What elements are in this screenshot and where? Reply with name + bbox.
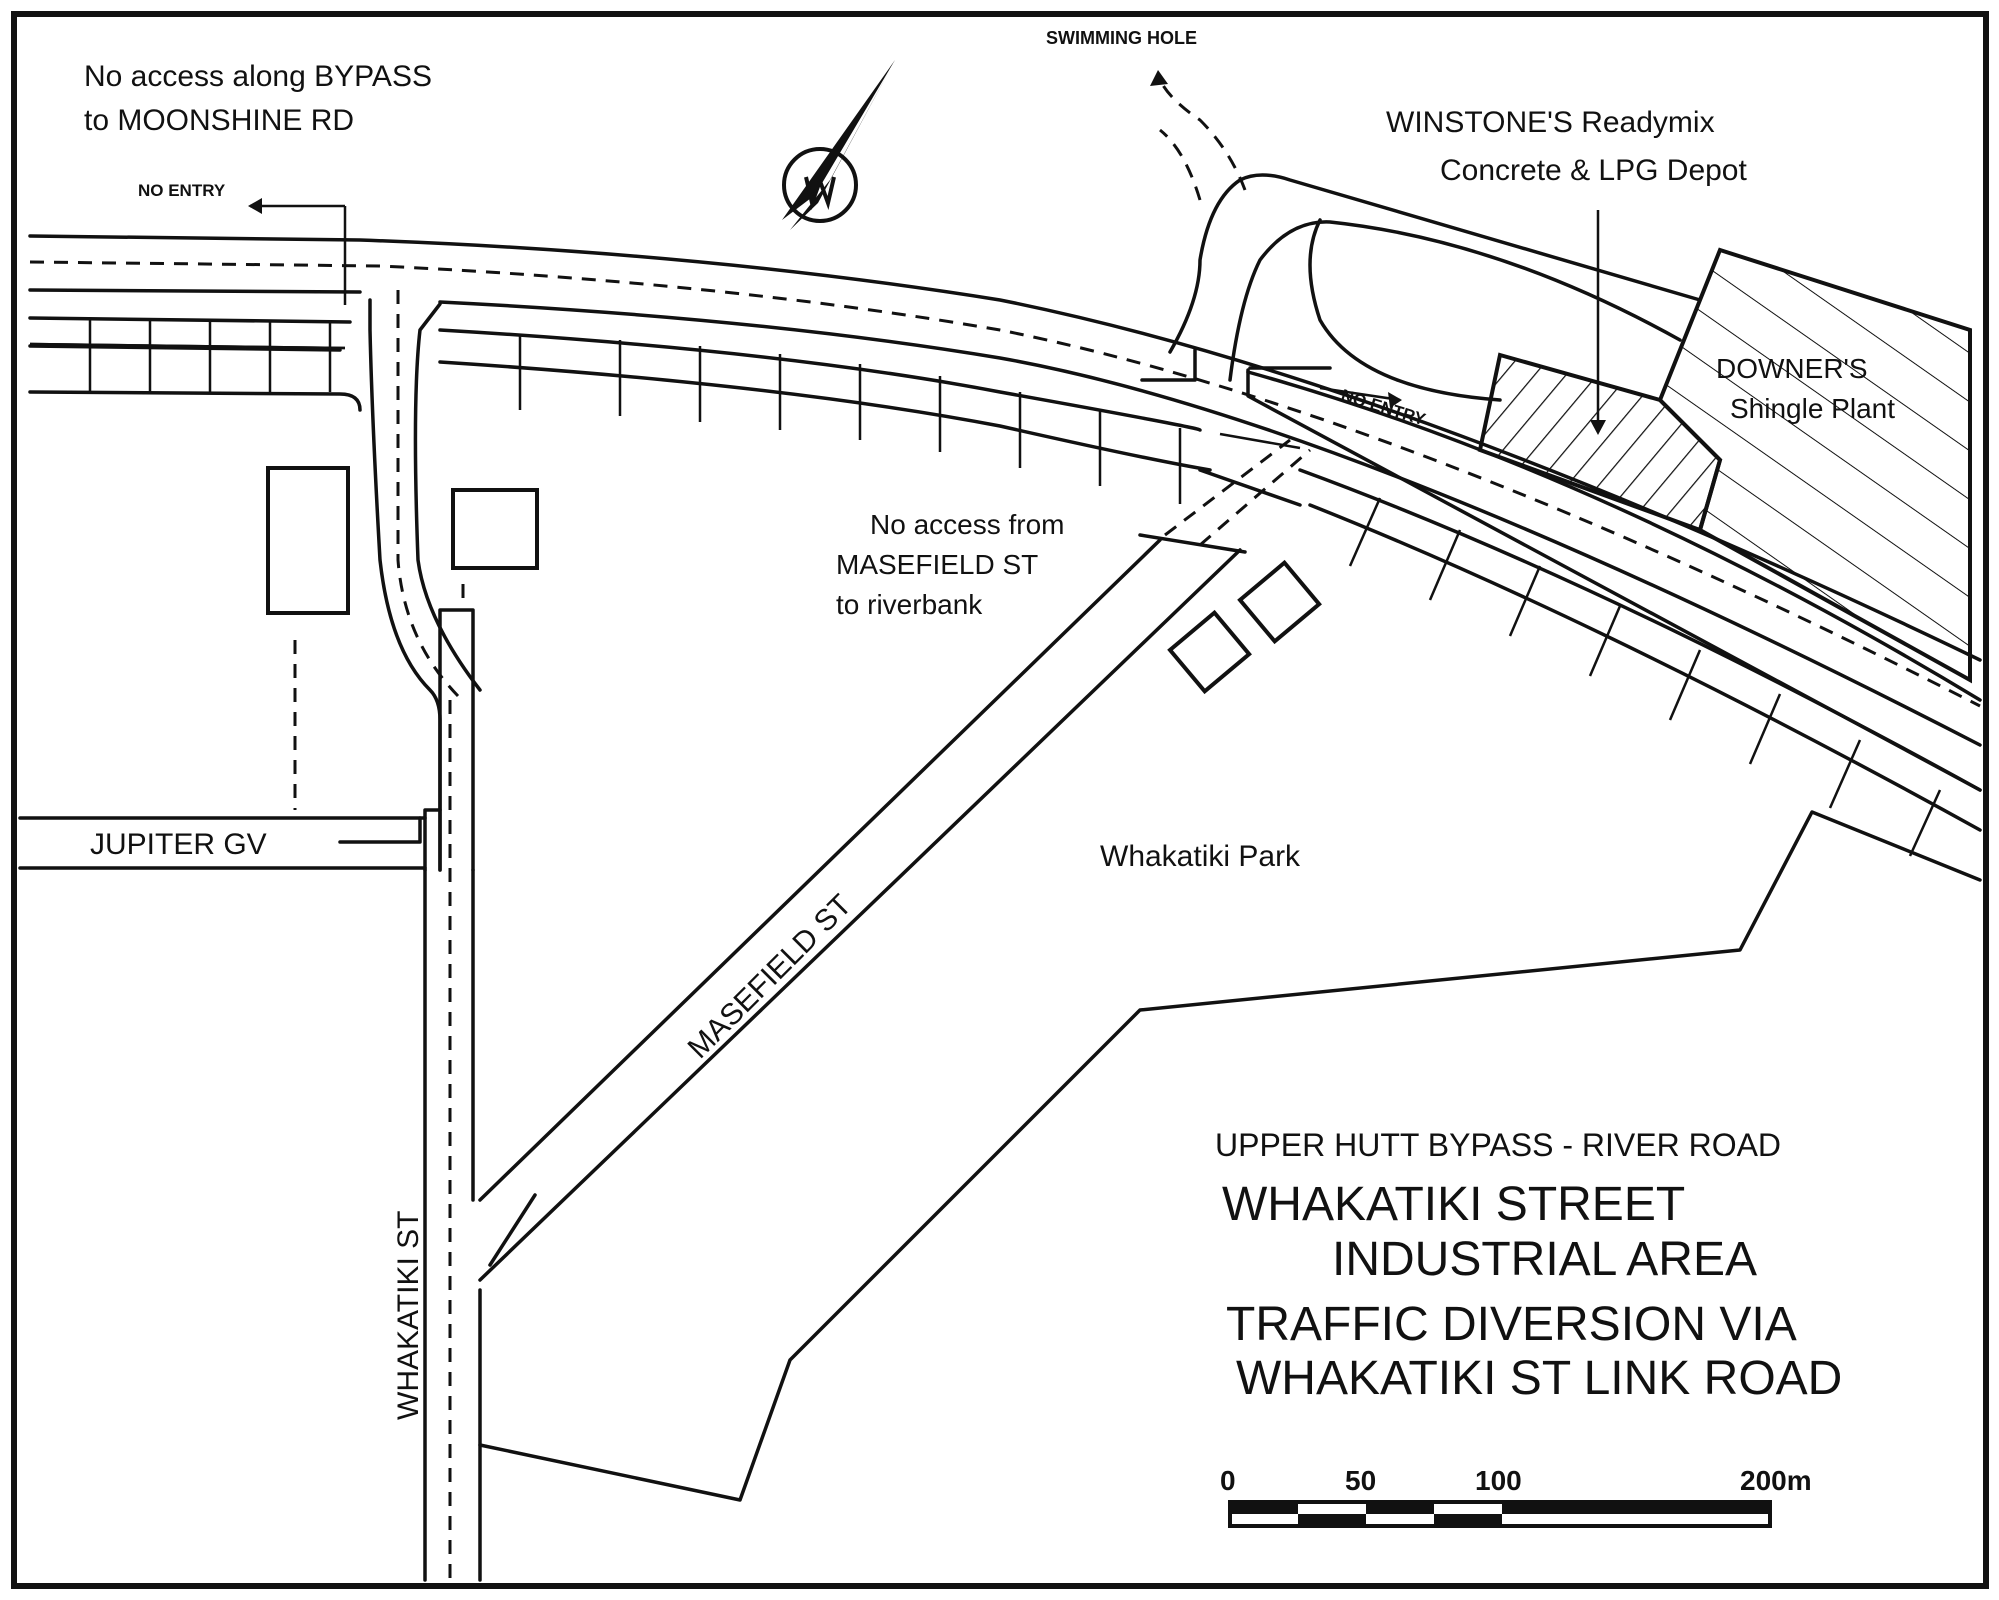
label-no-access-masefield-2: MASEFIELD ST (836, 549, 1038, 580)
title-block: UPPER HUTT BYPASS - RIVER ROAD WHAKATIKI… (1215, 1127, 1842, 1405)
verge-left (29, 320, 346, 392)
building-east (451, 488, 539, 570)
scale-tick-200m: 200m (1740, 1465, 1812, 1496)
label-no-access-bypass-2: to MOONSHINE RD (84, 104, 354, 137)
label-whakatiki-st: WHAKATIKI ST (392, 1211, 425, 1420)
label-no-entry-right: NO ENTRY (1339, 386, 1429, 430)
label-no-access-masefield-3: to riverbank (836, 589, 983, 620)
title-subtitle: UPPER HUTT BYPASS - RIVER ROAD (1215, 1127, 1781, 1163)
label-no-access-masefield-1: No access from (870, 509, 1065, 540)
building-west (266, 466, 350, 615)
verge-right (518, 334, 1942, 857)
service-road-right (1246, 366, 1982, 792)
label-winstones-2: Concrete & LPG Depot (1440, 154, 1747, 187)
title-line-2: INDUSTRIAL AREA (1332, 1233, 1757, 1286)
whakatiki-street-road (368, 290, 482, 1582)
traffic-arrows (248, 198, 1606, 450)
label-downers-2: Shingle Plant (1730, 393, 1895, 424)
label-winstones-1: WINSTONE'S Readymix (1386, 106, 1715, 139)
scale-tick-0: 0 (1220, 1465, 1236, 1496)
scale-bar: 0 50 100 200m (1220, 1465, 1812, 1528)
label-no-entry-left: NO ENTRY (138, 181, 226, 200)
scale-tick-50: 50 (1345, 1465, 1376, 1496)
label-whakatiki-park: Whakatiki Park (1100, 840, 1301, 873)
jupiter-gv-road (18, 816, 427, 870)
title-line-3: TRAFFIC DIVERSION VIA (1226, 1298, 1797, 1351)
whakatiki-park-boundary (478, 810, 1982, 1502)
label-no-access-bypass-1: No access along BYPASS (84, 60, 432, 93)
masefield-street-road (478, 438, 1311, 1282)
building-masefield-2 (1237, 559, 1322, 645)
label-jupiter-gv: JUPITER GV (90, 828, 267, 861)
label-downers-1: DOWNER'S (1716, 353, 1868, 384)
downers-shingle-plant (1657, 247, 1972, 684)
north-arrow-icon (782, 60, 895, 230)
title-line-4: WHAKATIKI ST LINK ROAD (1236, 1352, 1842, 1405)
scale-tick-100: 100 (1475, 1465, 1522, 1496)
label-swimming-hole: SWIMMING HOLE (1046, 28, 1197, 48)
map-frame (11, 11, 1989, 1589)
title-line-1: WHAKATIKI STREET (1222, 1178, 1685, 1231)
swimming-hole-access (1140, 70, 1702, 402)
building-masefield-1 (1167, 609, 1252, 695)
